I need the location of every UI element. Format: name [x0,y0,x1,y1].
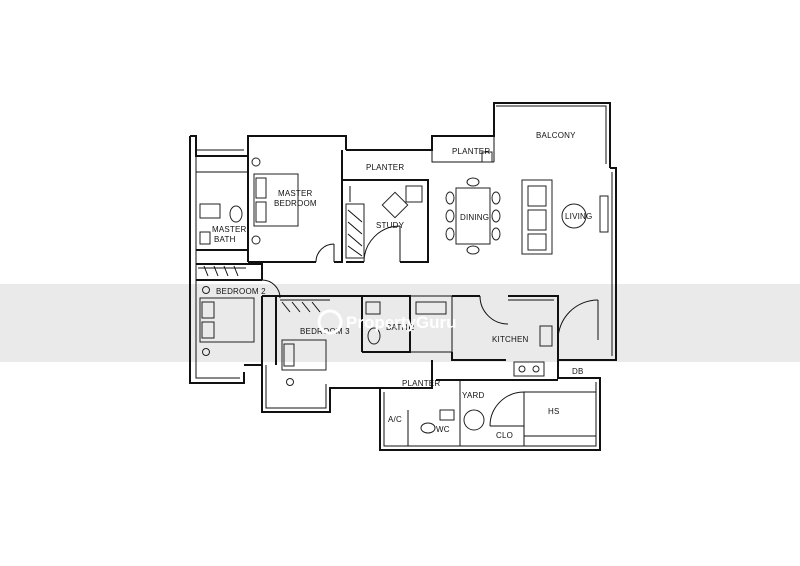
label-ac: A/C [388,415,402,424]
label-wc: WC [436,425,450,434]
watermark-text: PropertyGuru [346,313,457,332]
label-master-bath-1: MASTER [212,225,247,234]
interior-walls [196,136,597,446]
label-yard: YARD [462,391,484,400]
watermark: PropertyGuru [317,309,457,335]
label-study: STUDY [376,221,405,230]
label-planter-yard: PLANTER [402,379,440,388]
door-swings [261,225,599,427]
label-master-bedroom-1: MASTER [278,189,313,198]
label-hs: HS [548,407,560,416]
label-bath-2: BATH 2 [386,323,415,332]
label-clo: CLO [496,431,513,440]
label-balcony: BALCONY [536,131,576,140]
label-master-bath-2: BATH [214,235,236,244]
furniture [198,151,609,434]
label-db: DB [572,367,584,376]
outer-walls [189,102,617,451]
label-living: LIVING [565,212,592,221]
label-kitchen: KITCHEN [492,335,529,344]
watermark-logo-icon [317,309,343,335]
label-dining: DINING [460,213,489,222]
label-planter-study: PLANTER [366,163,404,172]
label-planter-top: PLANTER [452,147,490,156]
label-bedroom-2: BEDROOM 2 [216,287,266,296]
label-master-bedroom-2: BEDROOM [274,199,317,208]
